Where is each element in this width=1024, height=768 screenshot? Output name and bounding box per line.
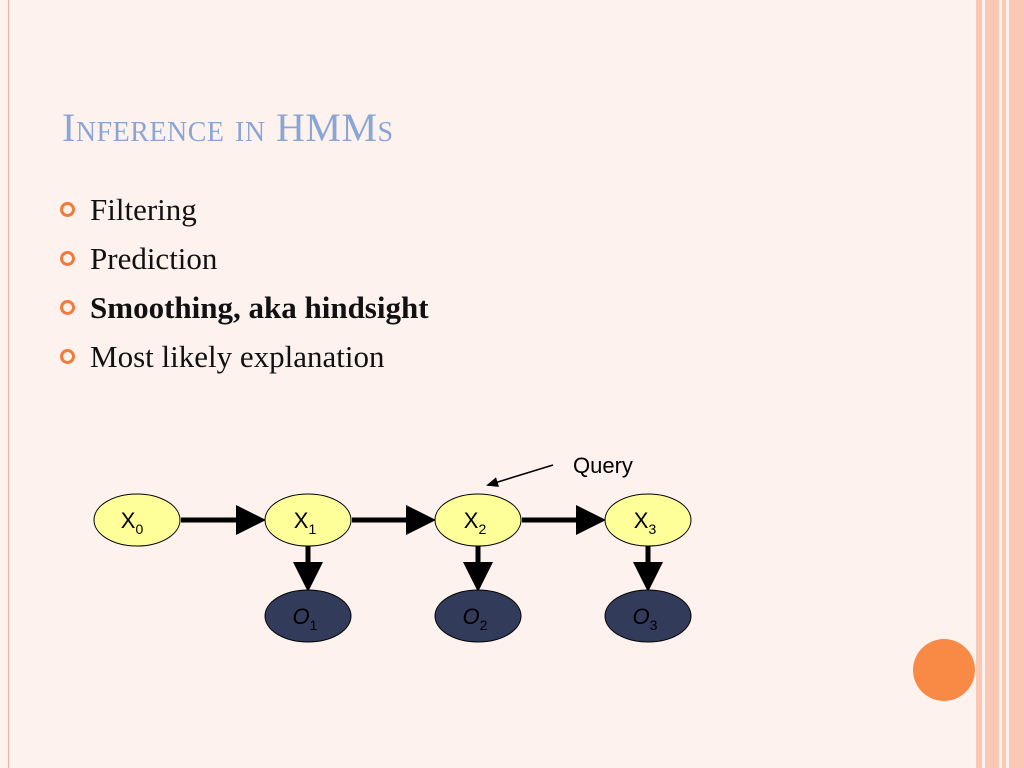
bullet-label: Filtering: [90, 191, 197, 227]
svg-text:X1: X1: [294, 508, 317, 537]
query-label: Query: [573, 453, 633, 478]
hidden-node-x2: X2: [434, 493, 522, 547]
right-frame-stripes: [976, 0, 1024, 768]
svg-text:X3: X3: [634, 508, 657, 537]
bullet-marker-icon: [60, 251, 75, 266]
svg-text:X2: X2: [464, 508, 487, 537]
bullet-item-prediction: Prediction: [60, 234, 429, 283]
svg-text:O3: O3: [633, 604, 658, 633]
bullet-marker-icon: [60, 202, 75, 217]
svg-text:O2: O2: [463, 604, 488, 633]
svg-text:X0: X0: [121, 508, 144, 537]
hidden-node-x3: X3: [604, 493, 692, 547]
observed-node-o1: O1: [264, 589, 352, 643]
decorative-circle: [913, 639, 975, 701]
svg-text:O1: O1: [293, 604, 318, 633]
bullet-marker-icon: [60, 349, 75, 364]
bullet-label: Most likely explanation: [90, 338, 385, 374]
bullet-label: Prediction: [90, 240, 218, 276]
slide-title: Inference in HMMs: [62, 105, 394, 150]
observed-node-o2: O2: [434, 589, 522, 643]
bullet-label: Smoothing, aka hindsight: [90, 289, 429, 325]
bullet-item-smoothing: Smoothing, aka hindsight: [60, 283, 429, 332]
left-frame-stripe: [0, 0, 9, 768]
bullet-marker-icon: [60, 300, 75, 315]
observed-node-o3: O3: [604, 589, 692, 643]
hidden-node-x1: X1: [264, 493, 352, 547]
bullet-item-filtering: Filtering: [60, 185, 429, 234]
bullet-item-most-likely: Most likely explanation: [60, 332, 429, 381]
bullet-list: Filtering Prediction Smoothing, aka hind…: [60, 185, 429, 381]
query-pointer-arrow: [486, 464, 554, 487]
hidden-node-x0: X0: [93, 493, 181, 547]
